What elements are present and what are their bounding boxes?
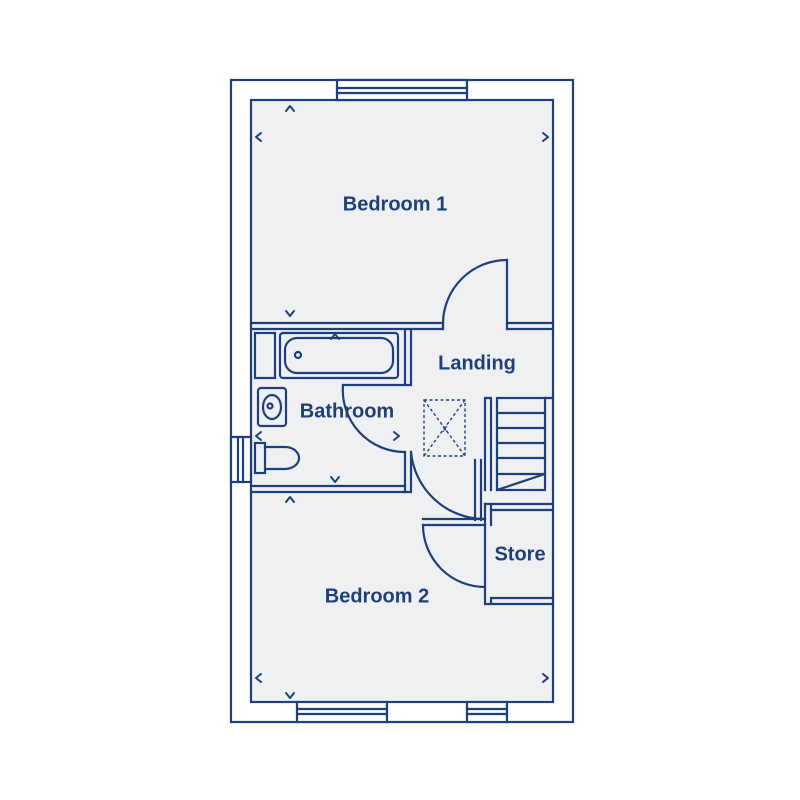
bath-ledge	[253, 331, 277, 380]
wall-store-left	[483, 523, 555, 606]
door-swing-bathroom	[341, 383, 407, 454]
dim-arrow-bedroom2-right	[542, 673, 549, 683]
wall-store-left-upper	[483, 502, 493, 527]
wall-bathroom-door-lower	[403, 450, 413, 494]
window-bedroom1	[335, 78, 469, 102]
wall-bathroom-landing	[403, 327, 413, 387]
door-swing-bedroom1	[441, 258, 509, 325]
dim-arrow-bedroom1-bottom	[285, 310, 295, 317]
dim-arrow-bedroom2-bottom	[285, 692, 295, 699]
room-label-bathroom: Bathroom	[299, 400, 395, 423]
wall-bedroom2-landing	[421, 517, 487, 527]
wall-store-top	[483, 502, 555, 512]
dim-arrow-bath-bottom	[330, 476, 340, 483]
floor-area	[251, 100, 553, 702]
dim-arrow-bedroom2-top	[285, 496, 295, 503]
bath-drain	[293, 350, 303, 360]
dim-arrow-bedroom2-left	[255, 673, 262, 683]
window-bathroom	[229, 435, 253, 484]
dim-arrow-bedroom1-left	[255, 132, 262, 142]
window-bedroom2-right	[465, 700, 509, 724]
dim-arrow-bedroom1-top	[285, 105, 295, 112]
dim-arrow-bath-right	[393, 431, 400, 441]
dim-arrow-bedroom1-right	[542, 132, 549, 142]
room-label-bedroom-2: Bedroom 2	[324, 585, 430, 608]
basin-tap	[266, 402, 274, 410]
basin-bowl	[261, 393, 283, 421]
wall-landing-right	[505, 321, 555, 331]
bath-tub	[278, 331, 400, 380]
room-label-bedroom-1: Bedroom 1	[342, 193, 448, 216]
staircase	[473, 396, 555, 522]
window-bedroom2-left	[295, 700, 389, 724]
toilet-bowl	[263, 445, 301, 471]
toilet-cistern	[253, 441, 267, 475]
loft-hatch	[423, 399, 466, 457]
wall-bathroom-bedroom2	[249, 484, 407, 494]
loft-hatch-mark: x	[442, 423, 448, 435]
room-label-landing: Landing	[438, 352, 516, 375]
door-swing-bedroom2	[409, 450, 487, 521]
dim-arrow-bath-top	[330, 333, 340, 340]
room-label-store: Store	[494, 543, 546, 566]
dim-arrow-bath-left	[255, 431, 262, 441]
dimension-markers	[255, 105, 549, 699]
basin	[256, 386, 288, 428]
door-swing-store	[421, 523, 487, 589]
